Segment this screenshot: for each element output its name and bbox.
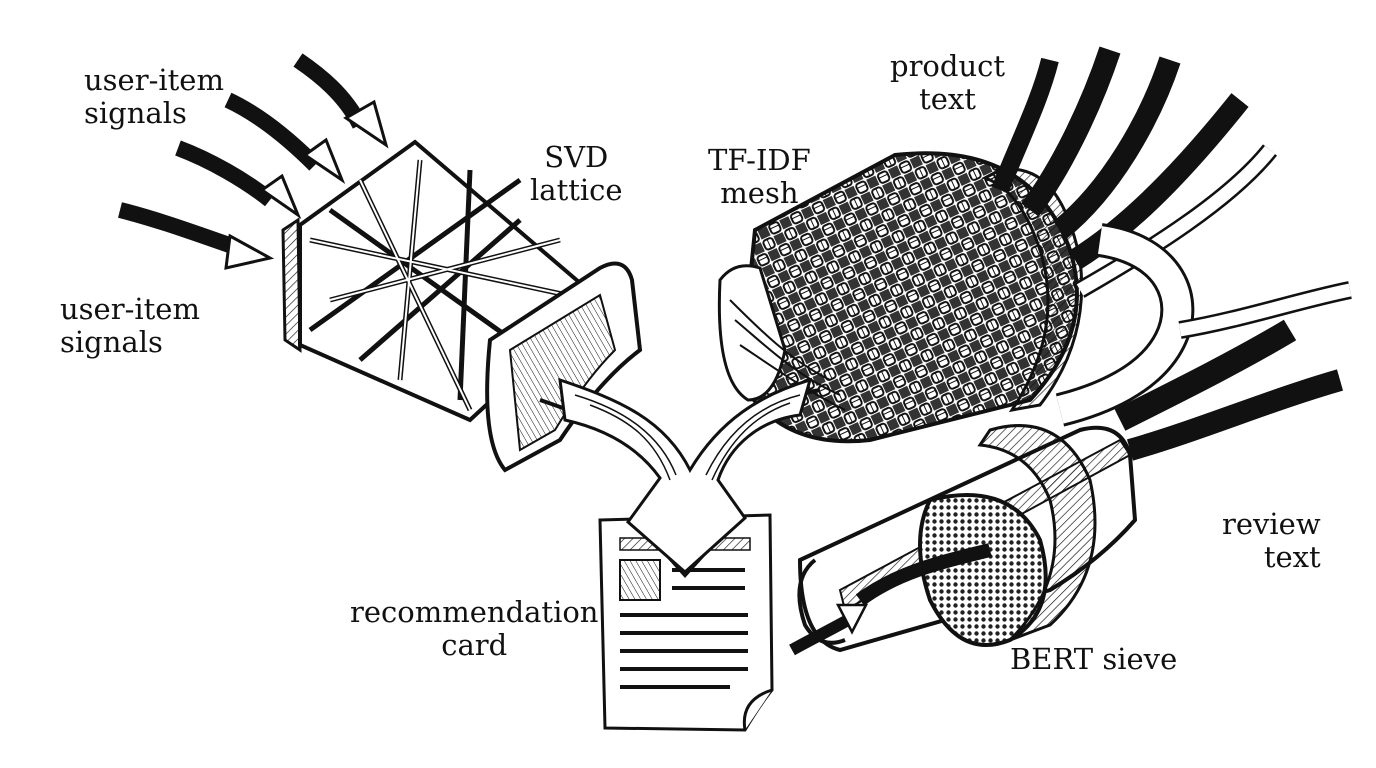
review-text-label: review text <box>1222 508 1321 574</box>
bert-sieve <box>797 424 1138 653</box>
label-line: review <box>1222 507 1321 541</box>
label-line: signals <box>84 96 187 130</box>
bert-output-arrow <box>789 603 869 656</box>
label-line: user-item <box>84 63 224 97</box>
user-item-signals-label-bottom: user-item signals <box>60 293 200 359</box>
label-line: card <box>441 628 508 662</box>
bert-sieve-label: BERT sieve <box>1010 642 1178 676</box>
product-text-strands <box>991 46 1278 298</box>
label-line: product <box>890 49 1006 83</box>
recommendation-card-label: recommendation card <box>350 596 598 662</box>
svd-lattice <box>281 139 643 473</box>
review-text-strands <box>1114 281 1352 461</box>
label-line: TF-IDF <box>708 143 811 177</box>
label-line: mesh <box>720 176 799 210</box>
label-line: text <box>919 82 976 116</box>
recommendation-card-shape <box>598 513 774 732</box>
label-line: recommendation <box>350 595 599 629</box>
connector-tube <box>1055 223 1195 427</box>
merge-streams <box>539 377 821 578</box>
label-line: user-item <box>60 292 200 326</box>
svd-lattice-label: SVD lattice <box>530 141 623 207</box>
label-line: lattice <box>530 173 623 207</box>
label-line: signals <box>60 325 163 359</box>
label-line: text <box>1263 540 1321 574</box>
label-line: SVD <box>544 140 609 174</box>
signal-arrows <box>118 53 389 270</box>
user-item-signals-label-top: user-item signals <box>84 64 224 130</box>
product-text-label: product text <box>890 50 1005 116</box>
tfidf-mesh <box>717 151 1084 444</box>
tfidf-mesh-label: TF-IDF mesh <box>708 144 811 210</box>
